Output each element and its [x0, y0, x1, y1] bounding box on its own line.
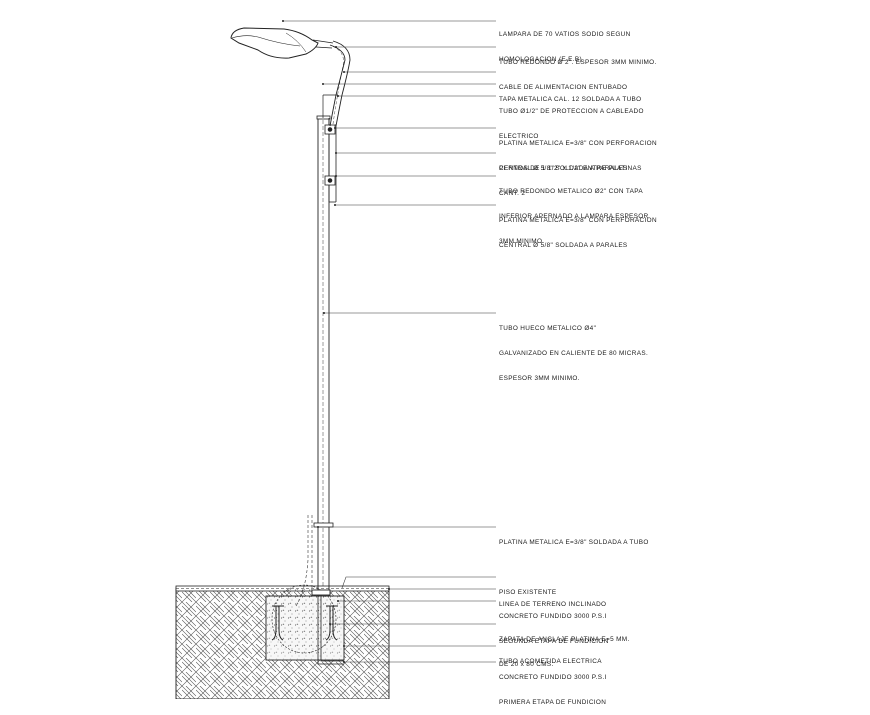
label-concreto-2: CONCRETO FUNDIDO 3000 P.S.I SEGUNDA ETAP…	[499, 597, 609, 654]
label-tapa: TAPA METALICA CAL. 12 SOLDADA A TUBO	[499, 80, 641, 113]
label-concreto-1: CONCRETO FUNDIDO 3000 P.S.I PRIMERA ETAP…	[499, 658, 607, 715]
label-platina-base: PLATINA METALICA E=3/8" SOLDADA A TUBO	[499, 523, 649, 556]
label-line: TUBO REDONDO Ø 2". ESPESOR 3MM MINIMO.	[499, 59, 657, 67]
anchor-bolts	[271, 605, 338, 641]
label-line: INFERIOR APERNADO A LAMPARA ESPESOR	[499, 213, 649, 221]
pole	[230, 27, 351, 607]
label-line: GALVANIZADO EN CALIENTE DE 80 MICRAS.	[499, 350, 649, 358]
label-line: PISO EXISTENTE	[499, 589, 557, 597]
label-line: CENTRAL Ø 5/8" SOLDADA A PARALES	[499, 242, 628, 250]
label-line: CABLE DE ALIMENTACION ENTUBADO	[499, 84, 628, 92]
street-light-detail-drawing	[175, 20, 496, 699]
label-line: PERNOS DE 1 1/2" x 1/2" ENTRE PLATINAS	[499, 165, 642, 173]
label-line: TUBO Ø1/2" DE PROTECCION A CABLEADO	[499, 108, 644, 116]
label-line: LAMPARA DE 70 VATIOS SODIO SEGUN	[499, 31, 631, 39]
label-line: CONCRETO FUNDIDO 3000 P.S.I	[499, 674, 607, 682]
label-lampara: LAMPARA DE 70 VATIOS SODIO SEGUN HOMOLOG…	[499, 15, 631, 72]
label-line: ESPESOR 3MM MINIMO.	[499, 374, 580, 382]
label-cable: CABLE DE ALIMENTACION ENTUBADO	[499, 68, 627, 101]
label-line: TAPA METALICA CAL. 12 SOLDADA A TUBO	[499, 96, 642, 104]
label-line: LINEA DE TERRENO INCLINADO	[499, 601, 607, 609]
label-tubo-hueco: TUBO HUECO METALICO Ø4" GALVANIZADO EN C…	[499, 309, 648, 391]
foundation	[175, 584, 390, 699]
label-platina-inf: PLATINA METALICA E=3/8" CON PERFORACION …	[499, 201, 657, 258]
label-line: CENTRAL Ø 5/8" SOLDADA A PARALES	[499, 165, 628, 173]
label-tubo-proteccion: TUBO Ø1/2" DE PROTECCION A CABLEADO ELEC…	[499, 92, 644, 149]
label-platina-sup: PLATINA METALICA E=3/8" CON PERFORACION …	[499, 124, 657, 181]
label-line: PLATINA METALICA E=3/8" CON PERFORACION	[499, 217, 657, 225]
acometida-conduit	[317, 595, 344, 665]
label-pernos: PERNOS DE 1 1/2" x 1/2" ENTRE PLATINAS C…	[499, 149, 642, 206]
label-line: HOMOLOGACION (E.E.B)	[499, 56, 582, 64]
label-line: TUBO REDONDO METALICO Ø2" CON TAPA	[499, 188, 644, 196]
label-acometida: TUBO ACOMETIDA ELECTRICA	[499, 642, 602, 675]
label-line: ELECTRICO	[499, 133, 539, 141]
leader-lines	[283, 20, 496, 663]
label-line: TUBO ACOMETIDA ELECTRICA	[499, 658, 602, 666]
label-line: DE 20 x 80 CMS.	[499, 661, 554, 669]
base-plate	[311, 589, 331, 596]
label-zapata: ZAPATA DE ANCLAJE PLATINA E=5 MM. DE 20 …	[499, 620, 630, 677]
luminaire	[230, 27, 319, 59]
label-terreno: LINEA DE TERRENO INCLINADO	[499, 585, 606, 618]
concrete-second-stage	[271, 584, 337, 654]
label-line: CONCRETO FUNDIDO 3000 P.S.I	[499, 613, 607, 621]
label-piso: PISO EXISTENTE	[499, 573, 556, 606]
label-line: SEGUNDA ETAPA DE FUNDICION	[499, 638, 609, 646]
leader-ticks	[282, 20, 390, 663]
label-tubo-tapa: TUBO REDONDO METALICO Ø2" CON TAPA INFER…	[499, 172, 649, 254]
label-tubo-2: TUBO REDONDO Ø 2". ESPESOR 3MM MINIMO.	[499, 43, 657, 76]
label-line: PLATINA METALICA E=3/8" CON PERFORACION	[499, 140, 657, 148]
label-line: PRIMERA ETAPA DE FUNDICION	[499, 699, 607, 707]
label-line: ZAPATA DE ANCLAJE PLATINA E=5 MM.	[499, 636, 630, 644]
label-line: TUBO HUECO METALICO Ø4"	[499, 325, 597, 333]
label-line: 3MM MINIMO.	[499, 237, 545, 245]
label-line: PLATINA METALICA E=3/8" SOLDADA A TUBO	[499, 539, 649, 547]
label-line: CANT. 2	[499, 190, 526, 198]
